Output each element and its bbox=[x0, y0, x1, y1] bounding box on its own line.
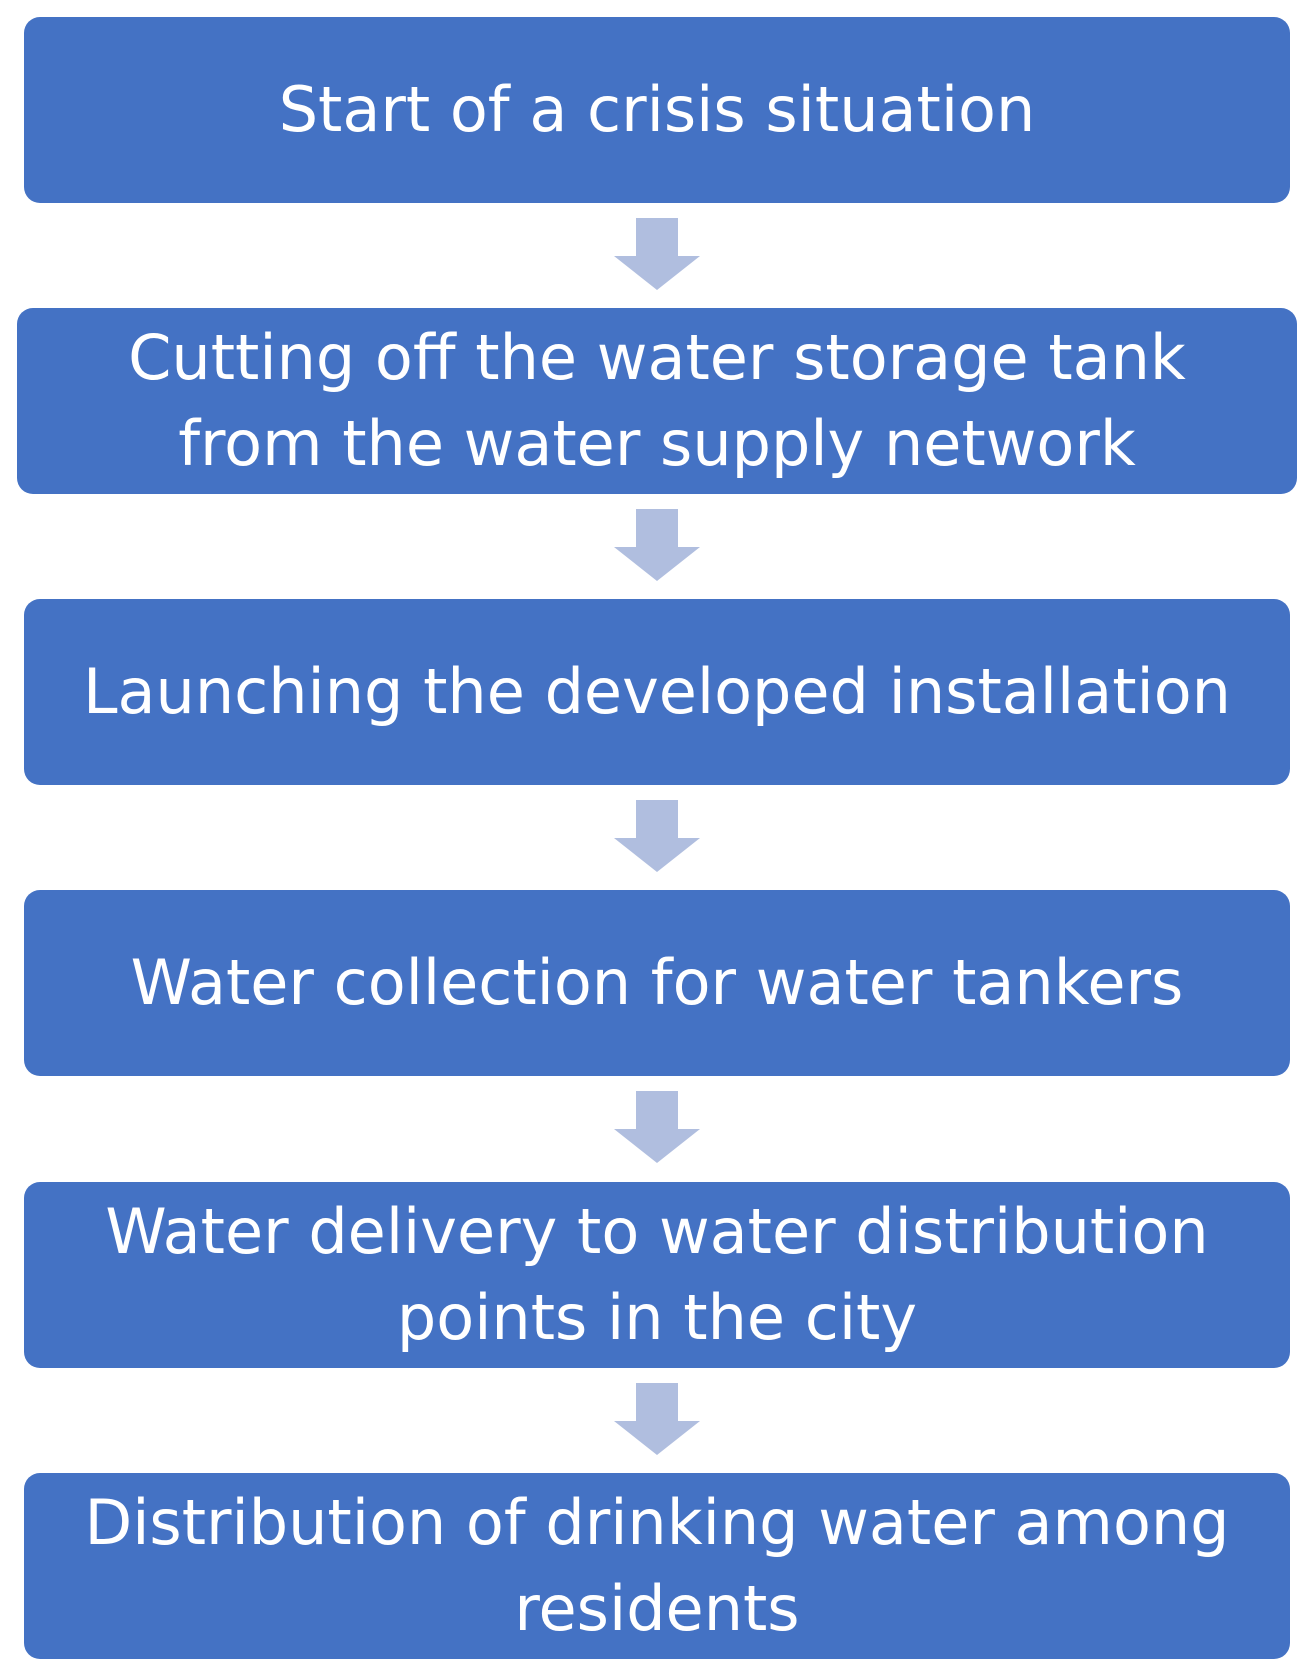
arrow-down-icon bbox=[614, 1383, 700, 1455]
arrow-down-icon bbox=[614, 800, 700, 872]
arrow-down-icon bbox=[614, 218, 700, 290]
step-box-3: Launching the developed installation bbox=[24, 599, 1290, 785]
arrow-shape bbox=[614, 218, 700, 290]
step-box-1: Start of a crisis situation bbox=[24, 17, 1290, 203]
step-label-3: Launching the developed installation bbox=[83, 655, 1231, 728]
arrow-down-icon bbox=[614, 509, 700, 581]
arrow-shape bbox=[614, 1091, 700, 1163]
step-box-2: Cutting off the water storage tank from … bbox=[17, 308, 1297, 494]
step-label-6: Distribution of drinking water among res… bbox=[84, 1486, 1230, 1645]
arrow-down-icon bbox=[614, 1091, 700, 1163]
step-label-4: Water collection for water tankers bbox=[130, 946, 1184, 1019]
step-label-2: Cutting off the water storage tank from … bbox=[128, 321, 1186, 480]
step-box-4: Water collection for water tankers bbox=[24, 890, 1290, 1076]
step-box-6: Distribution of drinking water among res… bbox=[24, 1473, 1290, 1659]
arrow-shape bbox=[614, 800, 700, 872]
arrow-shape bbox=[614, 509, 700, 581]
step-label-5: Water delivery to water distribution poi… bbox=[105, 1195, 1209, 1354]
step-box-5: Water delivery to water distribution poi… bbox=[24, 1182, 1290, 1368]
arrow-shape bbox=[614, 1383, 700, 1455]
step-label-1: Start of a crisis situation bbox=[278, 73, 1036, 146]
